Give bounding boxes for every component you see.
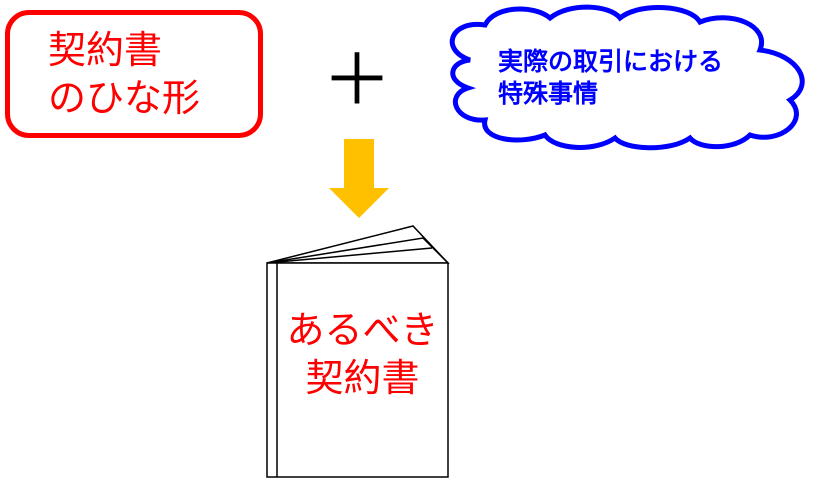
plus-icon: ＋ [322,39,392,121]
template-contract-label: 契約書 のひな形 [48,26,248,122]
book-line-1: あるべき [286,308,439,352]
book-icon [266,225,450,478]
cloud-shape [449,4,805,151]
template-contract-box [5,10,263,138]
down-arrow-icon [329,139,389,218]
book-label: あるべき 契約書 [277,306,448,402]
cloud-line-1: 実際の取引における [498,47,724,76]
book-line-2: 契約書 [305,356,420,400]
template-line-1: 契約書 [48,28,163,72]
cloud-label: 実際の取引における 特殊事情 [498,46,723,110]
cloud-line-2: 特殊事情 [498,79,599,108]
template-line-2: のひな形 [48,76,201,120]
